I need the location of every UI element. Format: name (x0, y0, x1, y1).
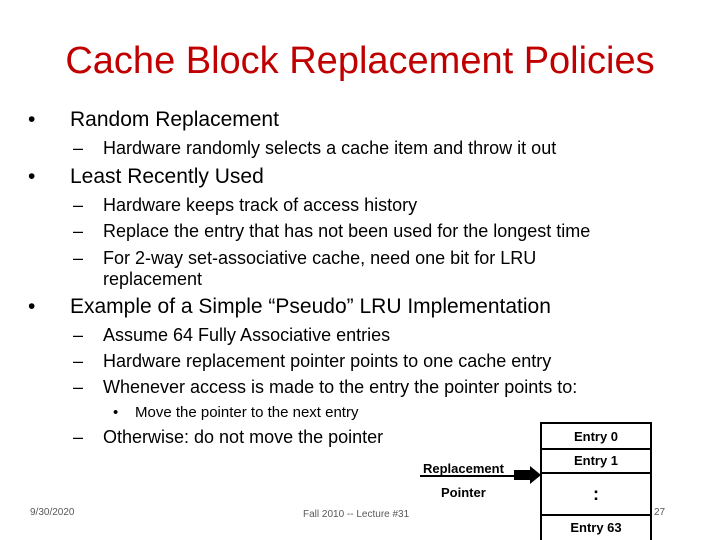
sub-bullet-text: Hardware keeps track of access history (103, 195, 418, 215)
dash-marker: – (73, 195, 84, 215)
dash-marker: – (73, 427, 84, 447)
footer-page-number: 27 (654, 507, 666, 518)
sub-bullet-text: For 2-way set-associative cache, need on… (103, 248, 537, 268)
entry-1: Entry 1 (542, 450, 650, 474)
dash-marker: – (73, 221, 84, 241)
bullet-random-replacement: • Random Replacement (28, 108, 279, 132)
pointer-arrow-icon (514, 466, 541, 484)
sub-bullet-pseudo-assume: –Assume 64 Fully Associative entries (73, 325, 390, 346)
sub-bullet-lru-history: –Hardware keeps track of access history (73, 195, 417, 216)
sub-bullet-pseudo-otherwise: –Otherwise: do not move the pointer (73, 427, 383, 448)
sub-bullet-text: Whenever access is made to the entry the… (103, 377, 578, 397)
sub-bullet-pseudo-access: –Whenever access is made to the entry th… (73, 377, 577, 398)
sub-bullet-pseudo-pointer: –Hardware replacement pointer points to … (73, 351, 551, 372)
sub-bullet-lru-2way-cont: replacement (103, 269, 203, 289)
slide-title: Cache Block Replacement Policies (65, 40, 655, 82)
cache-entries-table: Entry 0 Entry 1 : Entry 63 (540, 422, 652, 540)
dash-marker: – (73, 248, 84, 268)
entry-ellipsis: : (593, 484, 599, 504)
sub-sub-bullet-move-pointer: • Move the pointer to the next entry (113, 404, 358, 421)
bullet-marker: • (28, 165, 36, 188)
dash-marker: – (73, 377, 84, 397)
sub-bullet-lru-2way: –For 2-way set-associative cache, need o… (73, 248, 536, 269)
sub-sub-bullet-text: Move the pointer to the next entry (135, 404, 359, 421)
replacement-label: Replacement (423, 461, 504, 476)
footer-date: 9/30/2020 (30, 507, 75, 518)
sub-bullet-text: Assume 64 Fully Associative entries (103, 325, 391, 345)
bullet-text: Random Replacement (70, 108, 279, 131)
bullet-marker: • (113, 404, 119, 421)
entry-63: Entry 63 (542, 514, 650, 540)
entry-0: Entry 0 (542, 426, 650, 450)
bullet-text: Least Recently Used (70, 165, 264, 188)
bullet-lru: • Least Recently Used (28, 165, 264, 189)
sub-bullet-random-hardware: –Hardware randomly selects a cache item … (73, 138, 556, 159)
bullet-marker: • (28, 108, 36, 131)
dash-marker: – (73, 325, 84, 345)
sub-bullet-text: Replace the entry that has not been used… (103, 221, 591, 241)
dash-marker: – (73, 351, 84, 371)
bullet-pseudo-lru: • Example of a Simple “Pseudo” LRU Implem… (28, 295, 551, 319)
replacement-pointer-line (420, 475, 515, 477)
bullet-text: Example of a Simple “Pseudo” LRU Impleme… (70, 295, 551, 318)
dash-marker: – (73, 138, 84, 158)
sub-bullet-lru-replace: –Replace the entry that has not been use… (73, 221, 590, 242)
sub-bullet-text: Hardware replacement pointer points to o… (103, 351, 552, 371)
bullet-marker: • (28, 295, 36, 318)
sub-bullet-text: Otherwise: do not move the pointer (103, 427, 384, 447)
footer-lecture: Fall 2010 -- Lecture #31 (303, 509, 410, 520)
pointer-label: Pointer (441, 485, 486, 500)
sub-bullet-text: Hardware randomly selects a cache item a… (103, 138, 557, 158)
